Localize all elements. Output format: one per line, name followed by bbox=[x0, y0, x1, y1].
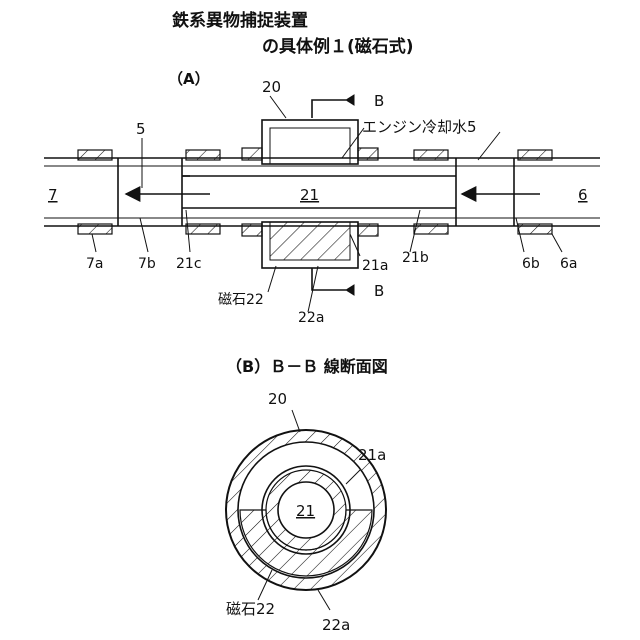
coolant-label: エンジン冷却水5 bbox=[362, 118, 477, 136]
view-b-pipe-label: 21 bbox=[296, 502, 315, 520]
view-b-housing-label: 20 bbox=[268, 390, 287, 408]
section-mark-top: B bbox=[374, 92, 384, 110]
view-a-drawing bbox=[44, 95, 600, 312]
housing-label: 20 bbox=[262, 78, 281, 96]
inlet-label: 6 bbox=[578, 186, 588, 204]
view-b-magnet-case-label: 22a bbox=[322, 616, 350, 634]
part-6b: 6b bbox=[522, 256, 540, 272]
magnet-case-label-a: 22a bbox=[298, 310, 324, 326]
title-line1: 鉄系異物捕捉装置 bbox=[172, 10, 308, 31]
pipe-label: 21 bbox=[300, 186, 319, 204]
view-a-label: （A） bbox=[168, 70, 210, 88]
outlet-label: 7 bbox=[48, 186, 58, 204]
part-6a: 6a bbox=[560, 256, 578, 272]
magnet-label-a: 磁石22 bbox=[218, 292, 264, 308]
view-b-label: （B）Ｂ－Ｂ 線断面図 bbox=[226, 357, 388, 376]
part-7a: 7a bbox=[86, 256, 104, 272]
part-21c: 21c bbox=[176, 256, 202, 272]
part-7b: 7b bbox=[138, 256, 156, 272]
view-b-inner-label: 21a bbox=[358, 446, 386, 464]
part-21b: 21b bbox=[402, 250, 429, 266]
part-21a: 21a bbox=[362, 258, 388, 274]
title-line2: の具体例１(磁石式) bbox=[262, 36, 414, 57]
section-mark-bottom: B bbox=[374, 282, 384, 300]
magnet-bottom bbox=[270, 222, 350, 260]
view-b-magnet-label: 磁石22 bbox=[226, 600, 275, 618]
flow-label: 5 bbox=[136, 120, 146, 138]
